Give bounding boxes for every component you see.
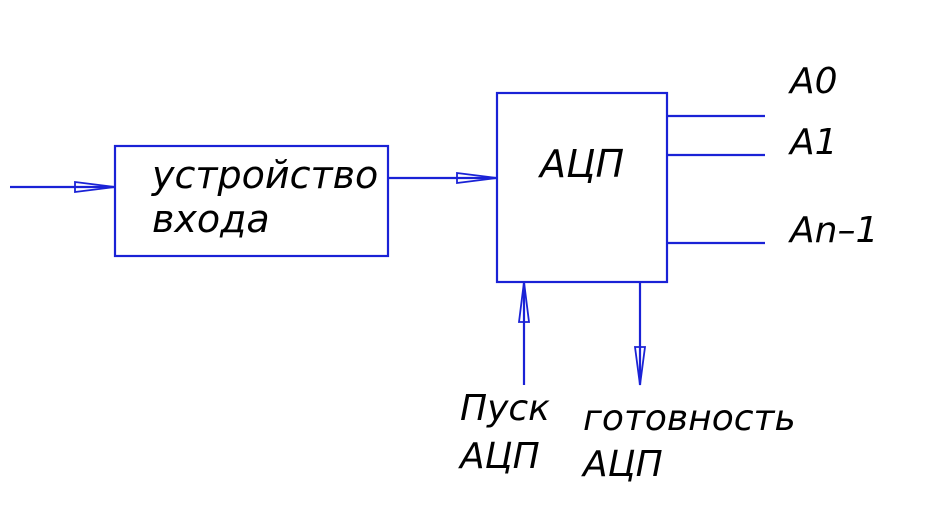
output-label-a0: А0 <box>788 61 838 102</box>
input-signal-arrow <box>10 180 116 194</box>
output-label-a1: А1 <box>788 122 838 163</box>
adc-box <box>495 91 669 284</box>
output-label-an1: Аn–1 <box>788 210 878 251</box>
start-adc-arrow <box>517 281 531 385</box>
input-device-label-line1: устройство <box>151 153 378 197</box>
device-to-adc-arrow <box>388 171 498 185</box>
input-device-label-line2: входа <box>152 197 270 241</box>
ready-label-line1: готовность <box>583 398 796 439</box>
adc-label: АЦП <box>537 142 624 186</box>
ready-adc-arrow <box>633 282 647 386</box>
ready-label-line2: АЦП <box>581 444 663 485</box>
start-label-line2: АЦП <box>458 436 540 477</box>
input-device-box <box>113 144 390 258</box>
start-label-line1: Пуск <box>460 388 550 429</box>
